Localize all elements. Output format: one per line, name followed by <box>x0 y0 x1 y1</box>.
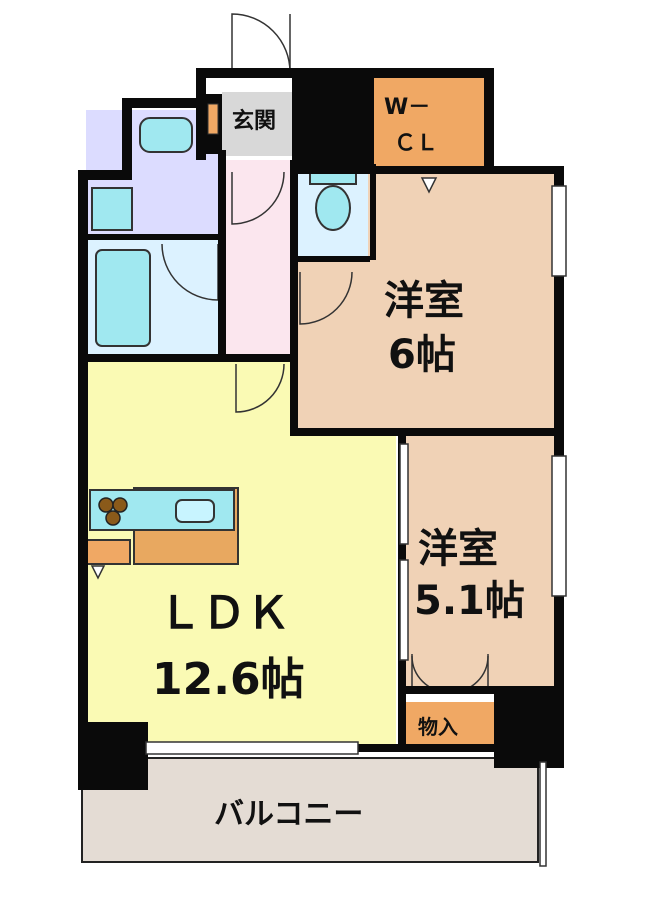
balcony-area <box>81 757 539 863</box>
door-swings <box>161 13 489 693</box>
door-marker-icon <box>90 565 106 580</box>
western-room-1-name: 洋室 <box>384 278 464 324</box>
walk-in-closet-area <box>372 78 484 166</box>
walk-in-closet-label-line1: W－ <box>384 95 430 120</box>
fridge-icon <box>85 539 131 565</box>
balcony-label: バルコニー <box>214 797 363 832</box>
stove-burner-icon <box>112 497 128 513</box>
windows <box>145 185 567 755</box>
ldk-name: ＬＤＫ <box>158 588 290 639</box>
stove-burner-icon <box>98 497 114 513</box>
washing-machine-icon <box>91 187 133 231</box>
entrance-label: 玄関 <box>232 108 276 134</box>
storage-area <box>406 702 498 748</box>
western-room-2-area <box>404 436 556 686</box>
storage-label: 物入 <box>418 715 458 739</box>
entrance-step <box>207 103 219 135</box>
western-room-1-size: 6帖 <box>388 332 456 378</box>
door-marker-icon <box>420 177 438 194</box>
western-room-2-name: 洋室 <box>418 526 498 572</box>
toilet-bowl-icon <box>315 185 351 231</box>
hallway-area <box>224 160 292 362</box>
bathtub-icon <box>95 249 151 347</box>
balcony-rail <box>539 761 547 867</box>
washbasin-icon <box>139 117 193 153</box>
stove-burner-icon <box>105 510 121 526</box>
walk-in-closet-label-line2: ＣＬ <box>394 131 438 156</box>
entrance-area <box>222 92 294 156</box>
sink-icon <box>175 499 215 523</box>
ldk-size: 12.6帖 <box>152 654 305 705</box>
western-room-2-size: 5.1帖 <box>414 578 525 624</box>
